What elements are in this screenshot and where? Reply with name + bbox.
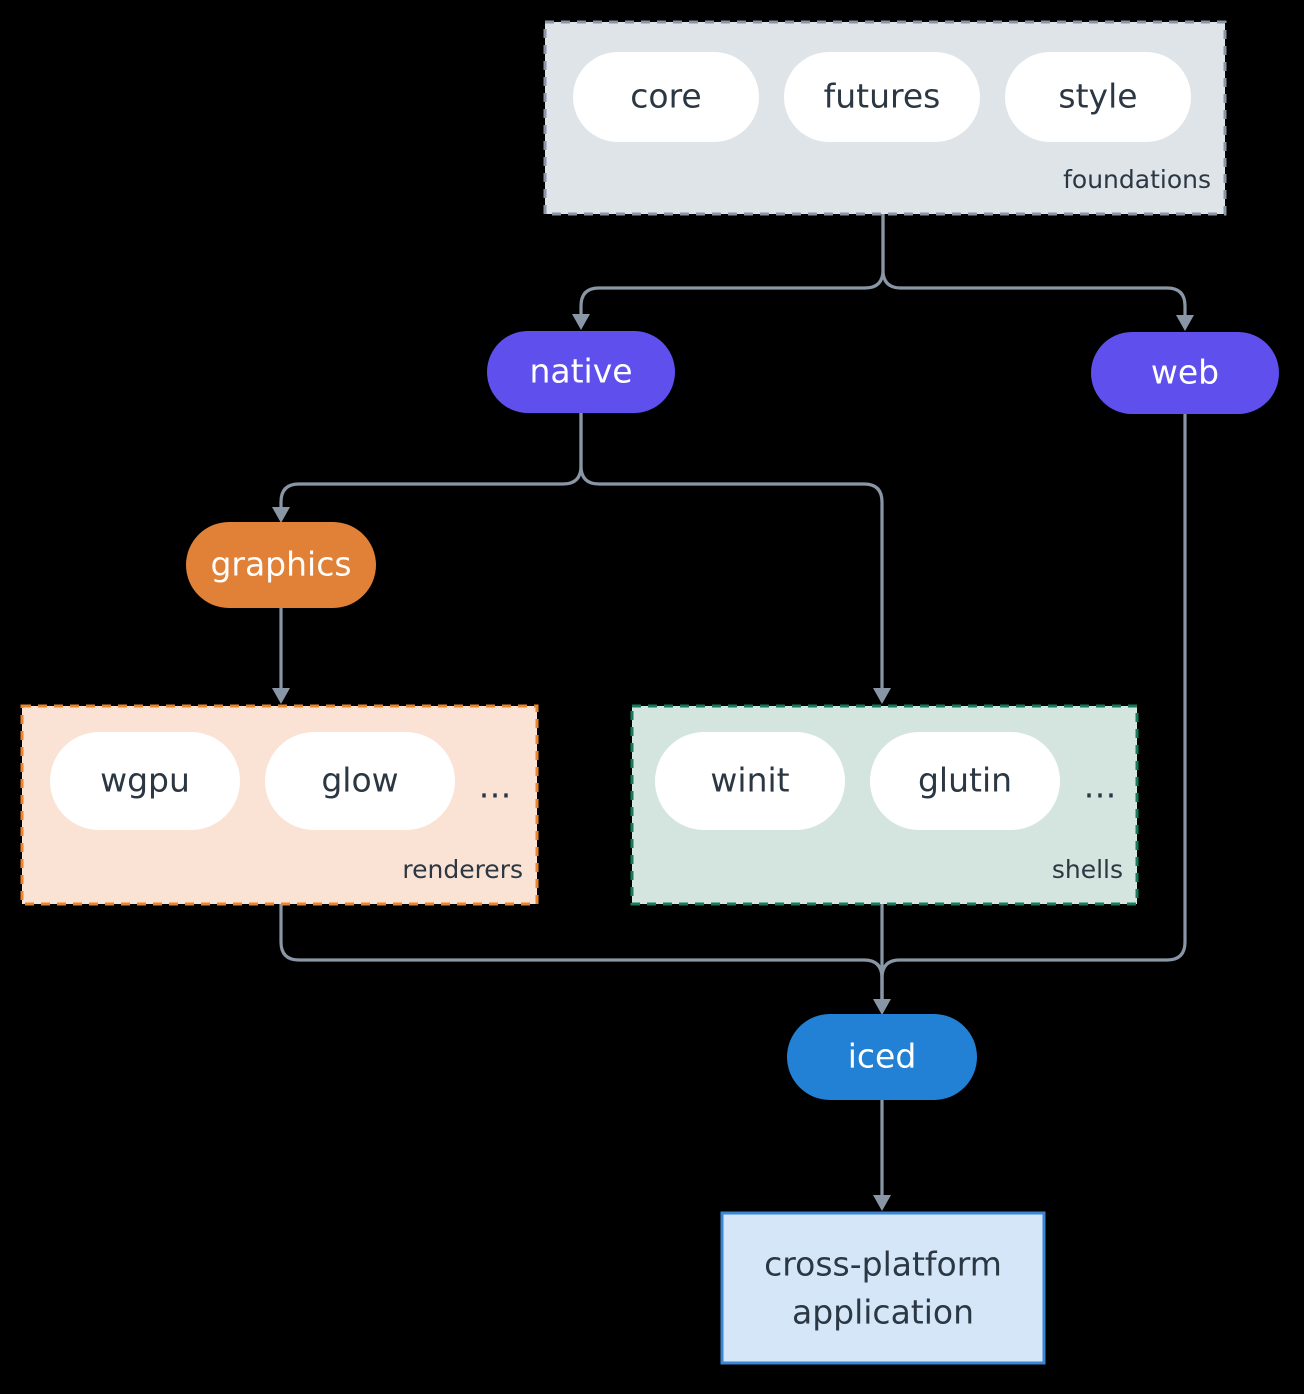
node-label-graphics: graphics xyxy=(210,545,351,584)
clusters-layer: core futures style foundations wgpu glow … rend… xyxy=(20,20,1227,906)
cluster-foundations: core futures style foundations xyxy=(543,20,1227,216)
node-web[interactable]: web xyxy=(1091,332,1279,414)
arrow-into-iced xyxy=(873,999,891,1015)
boxes-layer: cross-platform application xyxy=(720,1211,1046,1365)
box-shape-cross-platform-application[interactable] xyxy=(720,1211,1046,1365)
edge-foundations-to-native xyxy=(579,214,885,325)
node-shape-web[interactable] xyxy=(1091,332,1279,414)
edge-foundations-to-web xyxy=(881,214,1187,326)
arrow-into-application xyxy=(873,1195,891,1211)
cluster-label-foundations: foundations xyxy=(1063,165,1211,194)
pill-renderers-1[interactable] xyxy=(265,732,455,830)
cluster-label-renderers: renderers xyxy=(402,855,523,884)
arrow-into-shells xyxy=(873,688,891,704)
node-iced[interactable]: iced xyxy=(787,1014,977,1100)
edge-web-to-iced xyxy=(880,414,1187,1010)
pill-renderers-0[interactable] xyxy=(50,732,240,830)
pill-foundations-2[interactable] xyxy=(1005,52,1191,142)
node-label-web: web xyxy=(1151,353,1219,392)
edge-native-to-graphics xyxy=(279,413,583,518)
box-label-line2-cross-platform-application: application xyxy=(792,1293,974,1332)
pill-label-foundations-0: core xyxy=(630,77,701,116)
pill-label-shells-0: winit xyxy=(710,761,789,800)
pill-label-foundations-1: futures xyxy=(824,77,941,116)
arrow-into-native xyxy=(572,314,590,330)
pill-shells-0[interactable] xyxy=(655,732,845,830)
node-shape-native[interactable] xyxy=(487,331,675,413)
edge-native-to-shells xyxy=(579,413,884,699)
pill-label-renderers-1: glow xyxy=(321,761,398,800)
cluster-renderers: wgpu glow … renderers xyxy=(20,704,539,906)
edges-layer xyxy=(279,214,1187,1206)
pill-label-foundations-2: style xyxy=(1058,77,1137,116)
node-label-native: native xyxy=(529,352,632,391)
pill-label-renderers-0: wgpu xyxy=(100,761,190,800)
ellipsis-shells: … xyxy=(1084,767,1117,806)
arrowheads-layer xyxy=(272,314,1194,1211)
node-label-iced: iced xyxy=(848,1037,917,1076)
arrow-into-renderers xyxy=(272,688,290,704)
nodes-layer: native web graphics iced xyxy=(186,331,1279,1100)
pill-foundations-0[interactable] xyxy=(573,52,759,142)
arrow-into-web xyxy=(1176,315,1194,331)
pill-label-shells-1: glutin xyxy=(918,761,1012,800)
node-graphics[interactable]: graphics xyxy=(186,522,376,608)
node-shape-graphics[interactable] xyxy=(186,522,376,608)
node-native[interactable]: native xyxy=(487,331,675,413)
arrow-into-graphics xyxy=(272,507,290,523)
edge-renderers-to-iced xyxy=(279,904,884,1010)
pill-shells-1[interactable] xyxy=(870,732,1060,830)
box-cross-platform-application[interactable]: cross-platform application xyxy=(720,1211,1046,1365)
cluster-shells: winit glutin … shells xyxy=(630,704,1139,906)
ellipsis-renderers: … xyxy=(479,767,512,806)
box-label-line1-cross-platform-application: cross-platform xyxy=(764,1245,1002,1284)
node-shape-iced[interactable] xyxy=(787,1014,977,1100)
pill-foundations-1[interactable] xyxy=(784,52,980,142)
cluster-label-shells: shells xyxy=(1052,855,1123,884)
